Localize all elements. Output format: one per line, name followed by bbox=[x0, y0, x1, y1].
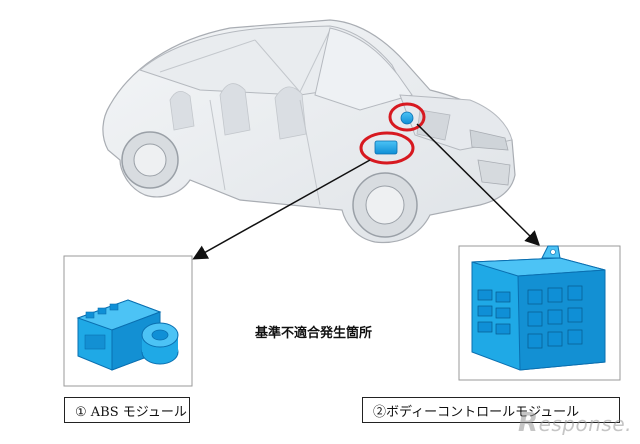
bcm-module-caption-text: ②ボディーコントロールモジュール bbox=[373, 404, 580, 420]
arrow-to-abs bbox=[192, 159, 371, 260]
defect-location-label: 基準不適合発生箇所 bbox=[255, 326, 373, 341]
bcm-module-caption: ②ボディーコントロールモジュール bbox=[362, 397, 620, 423]
abs-location-highlight bbox=[388, 102, 426, 132]
vehicle-illustration bbox=[102, 19, 516, 244]
arrow-to-bcm bbox=[416, 123, 541, 247]
bcm-module-icon bbox=[471, 245, 606, 371]
abs-module-caption: ① ABS モジュール bbox=[64, 397, 190, 423]
abs-module-icon bbox=[76, 299, 179, 371]
bcm-location-highlight bbox=[359, 131, 415, 165]
abs-module-caption-text: ① ABS モジュール bbox=[75, 404, 187, 420]
response-watermark: Response. bbox=[518, 408, 632, 438]
